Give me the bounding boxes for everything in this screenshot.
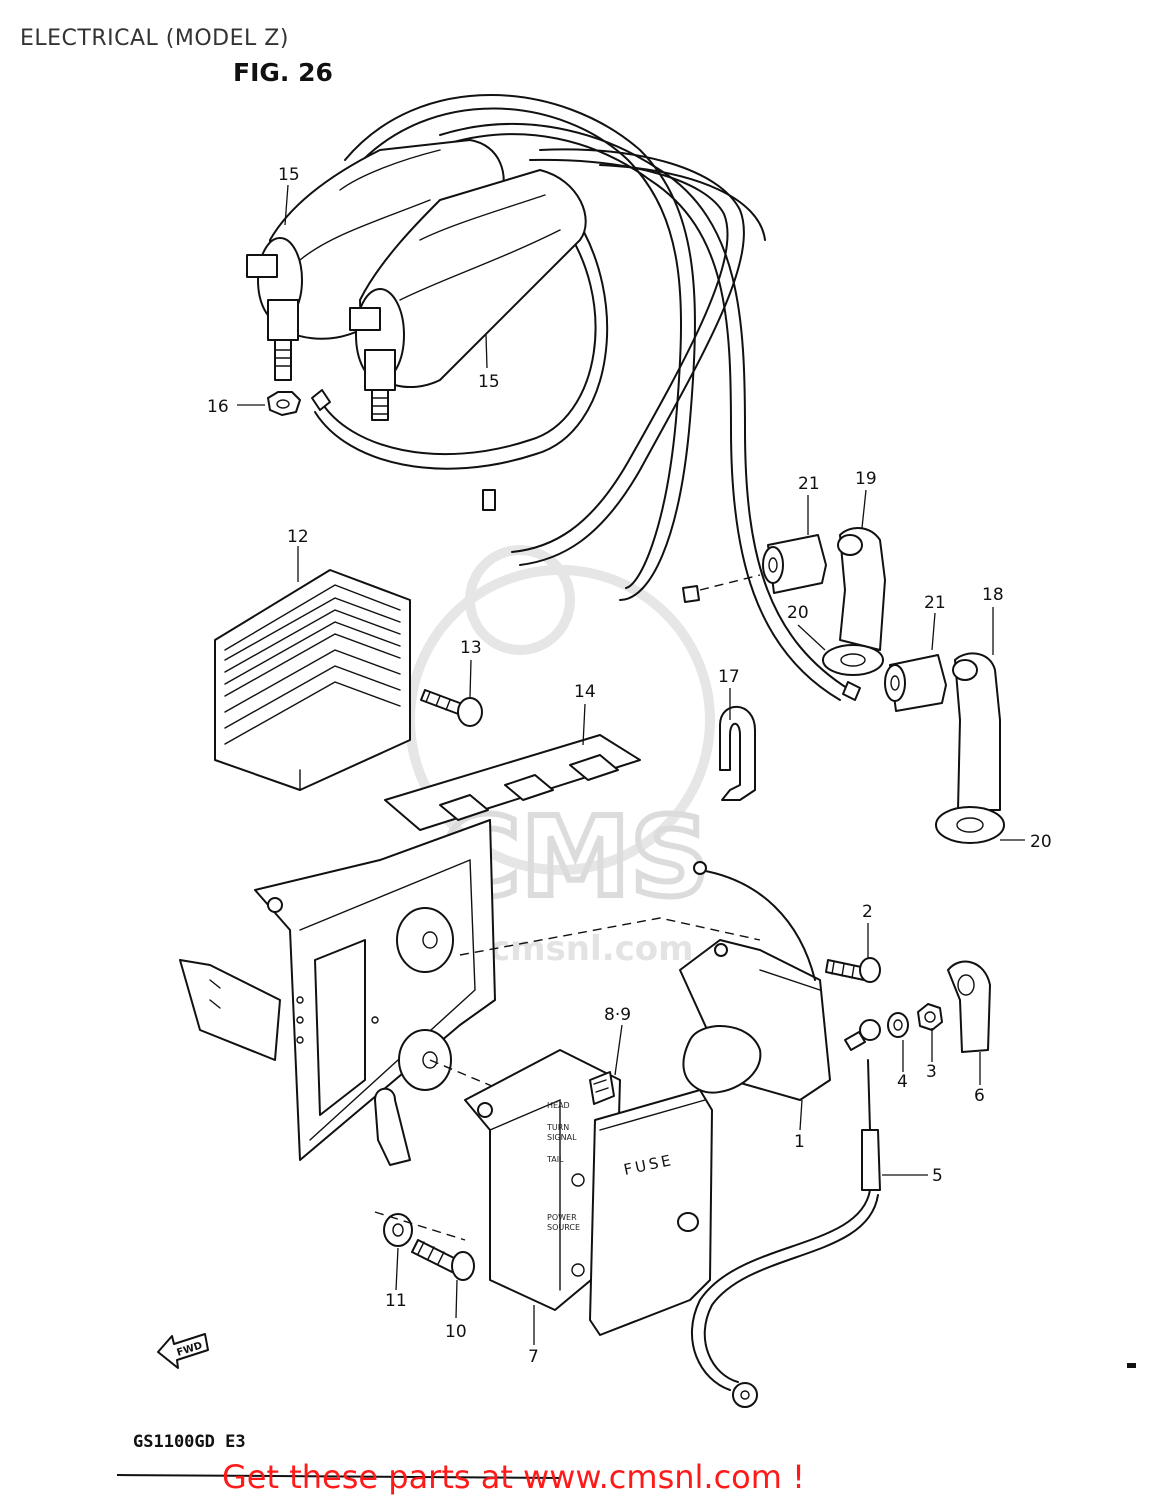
callout-3: 3 [926,1062,937,1082]
screw-2 [825,957,881,983]
wire-end-center [482,489,496,511]
callout-numbers: 15 15 16 21 19 20 21 18 20 12 13 14 17 2… [207,165,1052,1367]
ignition-wires [311,94,861,701]
callout-4: 4 [897,1072,908,1092]
fuse-box-text-power: POWER [547,1213,577,1222]
callout-21-upper: 21 [798,474,820,494]
nut-3 [917,1003,943,1031]
coil-front-terminal [349,307,381,331]
fuse-box-text-signal: SIGNAL [547,1133,577,1142]
starter-relay [679,861,831,1101]
plug-cap-19 [822,527,886,676]
callout-11: 11 [385,1291,407,1311]
relay-lead-terminal [693,861,707,875]
regulator-rectifier [214,569,411,791]
callout-14: 14 [574,682,596,702]
fuse-box-text-head: HEAD [547,1101,570,1110]
figure-number: FIG. 26 [233,58,333,87]
callout-20-upper: 20 [787,603,809,623]
callout-12: 12 [287,527,309,547]
ignition-coil-front [349,169,587,421]
ignition-coil-rear [246,139,505,381]
terminal-cap-6 [947,960,991,1053]
coil-nut [267,391,301,416]
wire-end-left [311,389,331,411]
callout-13: 13 [460,638,482,658]
screw-10 [374,1211,475,1281]
plug-seal-21b [884,654,947,712]
callout-19: 19 [855,469,877,489]
callout-15-upper: 15 [278,165,300,185]
fuse-box-text-source: SOURCE [547,1223,580,1232]
fuse-box-text-turn: TURN [546,1123,569,1132]
callout-17: 17 [718,667,740,687]
battery-lead-ring-terminal [732,1382,758,1408]
washer-4 [887,1012,909,1038]
callout-2: 2 [862,902,873,922]
wire-end-right [682,585,700,603]
callout-1: 1 [794,1132,805,1152]
fuse-cover: FUSE [589,1089,713,1336]
electrical-bracket [179,819,761,1166]
footer-rule [116,1474,561,1479]
callout-21-lower: 21 [924,593,946,613]
wire-clamp-17 [719,705,756,801]
callout-16: 16 [207,397,229,417]
leader-lines [237,184,1025,1345]
callout-20-lower: 20 [1030,832,1052,852]
callout-15-lower: 15 [478,372,500,392]
callout-5: 5 [932,1166,943,1186]
callout-18: 18 [982,585,1004,605]
fwd-arrow-icon: FWD [157,1333,209,1369]
plug-seal-21a [762,534,827,594]
callout-6: 6 [974,1086,985,1106]
fuse-8-9 [589,1071,615,1105]
coil-rear-terminal [246,254,278,278]
callout-7: 7 [528,1347,539,1367]
model-code: GS1100GD E3 [133,1432,246,1452]
mounting-plate-14 [384,734,641,831]
page-title: ELECTRICAL (MODEL Z) [20,26,289,51]
bolt-13 [420,689,483,727]
battery-lead-5 [691,1019,881,1408]
callout-10: 10 [445,1322,467,1342]
plug-cap-18 [935,652,1005,844]
callout-8-9: 8·9 [604,1005,631,1025]
fuse-box-text-tail: TAIL [546,1155,564,1164]
promo-link[interactable]: Get these parts at www.cmsnl.com ! [222,1458,805,1496]
fuse-box: HEAD TURN SIGNAL TAIL POWER SOURCE [464,1049,621,1311]
wire-end-cap [842,681,861,701]
scan-mark [1127,1363,1136,1368]
